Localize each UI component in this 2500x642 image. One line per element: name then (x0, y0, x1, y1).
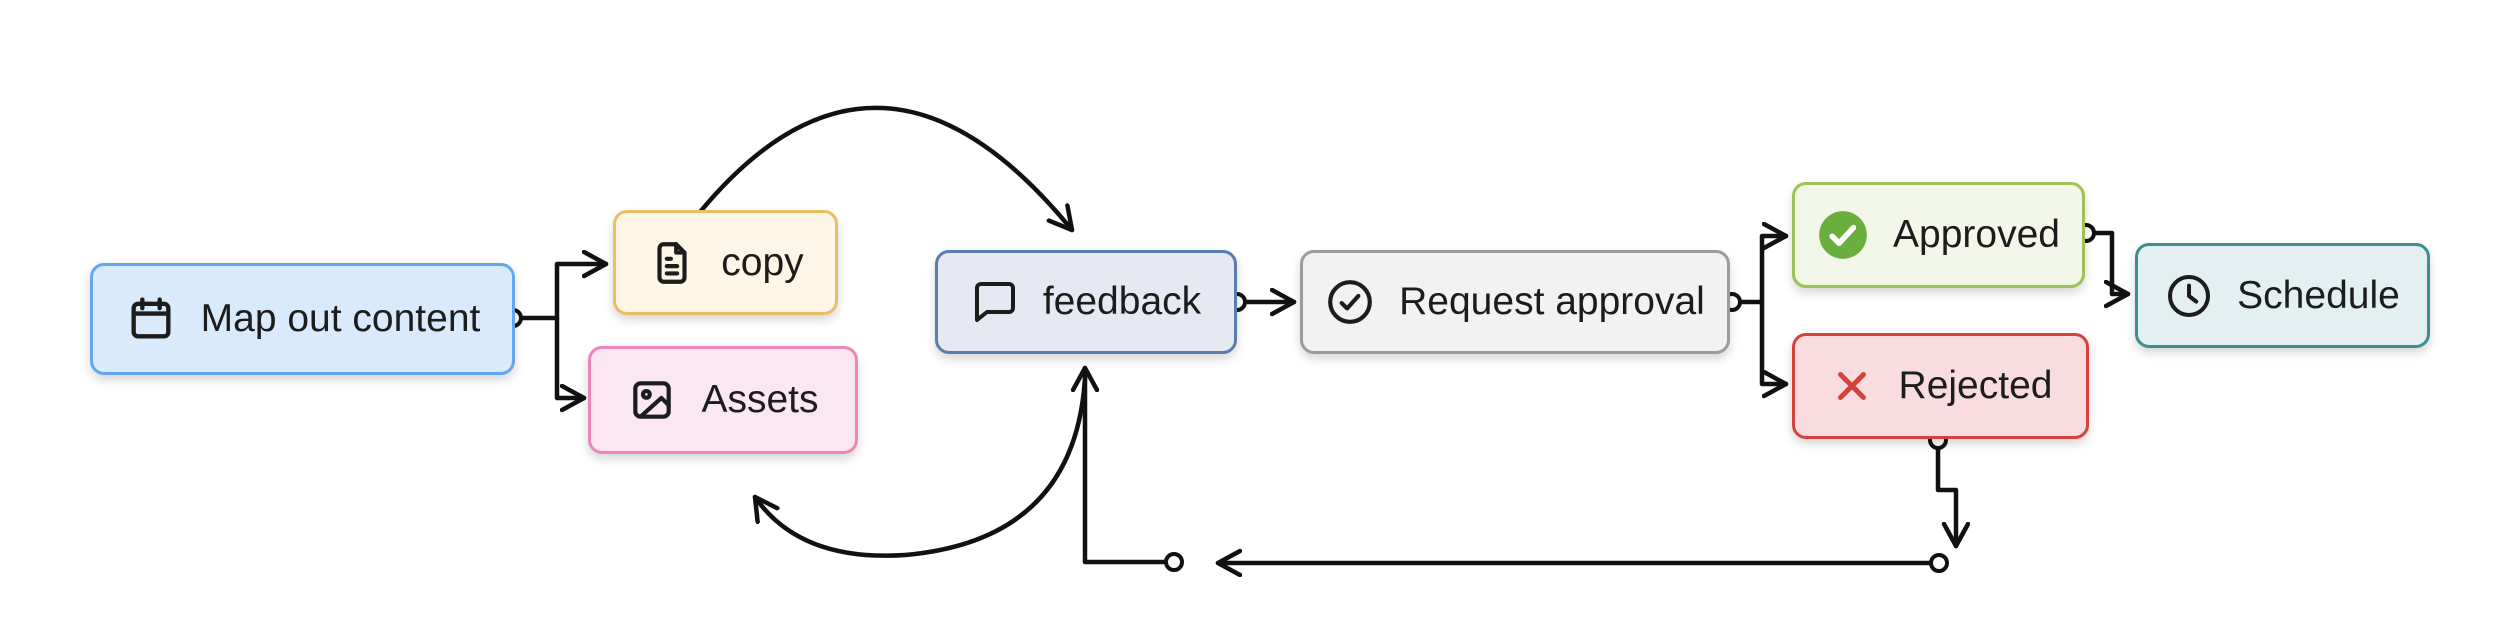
port-return-right[interactable] (1929, 553, 1949, 573)
document-icon (647, 238, 697, 288)
edge-return-to-feedback (1085, 365, 1177, 565)
node-label: Rejected (1898, 364, 2053, 407)
node-copy[interactable]: copy (613, 210, 838, 315)
node-request-approval[interactable]: Request approval (1300, 250, 1730, 354)
edge-map-to-copy (510, 264, 609, 321)
edge-map-to-assets (554, 315, 587, 398)
node-label: copy (721, 240, 804, 284)
node-rejected[interactable]: Rejected (1792, 333, 2089, 439)
edge-rejected-down (1935, 438, 1956, 549)
node-feedback[interactable]: feedback (935, 250, 1237, 354)
edge-copy-to-feedback-curve (697, 105, 1075, 233)
port-return-left[interactable] (1164, 552, 1184, 572)
node-label: feedback (1042, 280, 1202, 323)
calendar-icon (125, 293, 177, 345)
edge-feedback-to-assets-curve (752, 375, 1088, 558)
speech-bubble-icon (971, 278, 1019, 326)
image-icon (627, 375, 677, 425)
node-label: Approved (1893, 213, 2060, 256)
node-label: Schedule (2237, 273, 2400, 317)
node-schedule[interactable]: Schedule (2135, 243, 2430, 348)
node-approved[interactable]: Approved (1792, 182, 2085, 288)
node-assets[interactable]: Assets (588, 346, 858, 454)
x-icon (1829, 363, 1875, 409)
clock-icon (2165, 272, 2213, 320)
edge-request-to-rejected (1759, 299, 1789, 384)
node-label: Request approval (1399, 280, 1705, 323)
node-map-out-content[interactable]: Map out content (90, 263, 515, 375)
edge-approved-to-schedule (2083, 230, 2131, 294)
check-circle-filled-icon (1817, 209, 1869, 261)
edge-request-to-approved (1729, 236, 1789, 305)
node-label: Map out content (200, 297, 481, 340)
check-circle-icon (1325, 277, 1375, 327)
node-label: Assets (701, 378, 819, 421)
